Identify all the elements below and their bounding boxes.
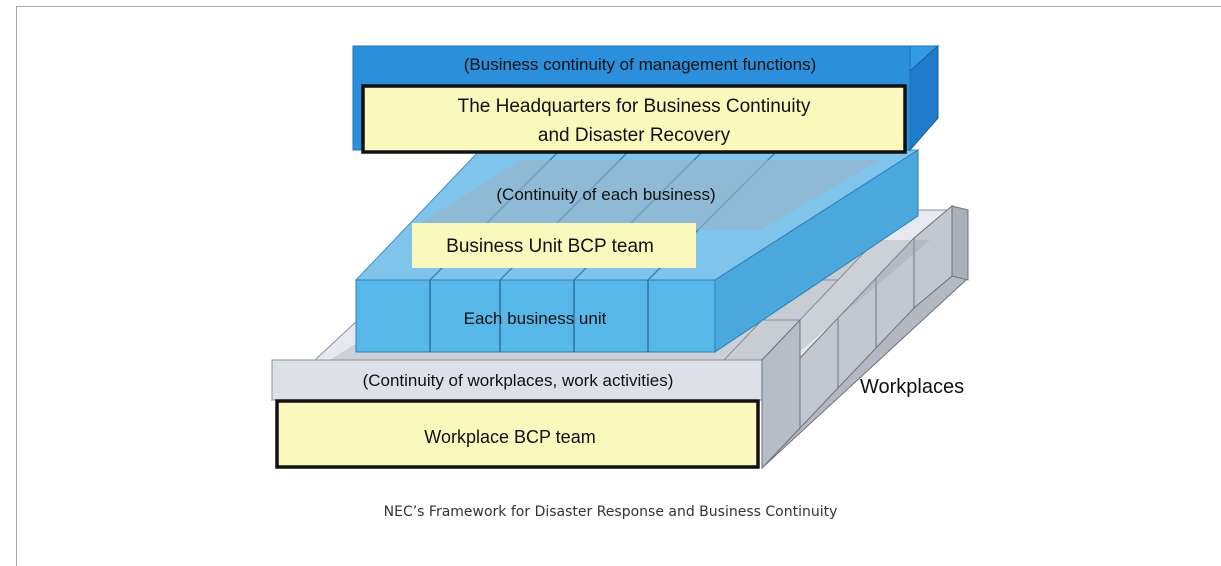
workplace-team-label: Workplace BCP team — [424, 427, 595, 447]
business-unit-team-box — [412, 223, 696, 268]
workplaces-label: Workplaces — [860, 376, 964, 398]
business-unit-team-label: Business Unit BCP team — [446, 236, 654, 257]
hq-title-line2: and Disaster Recovery — [538, 125, 731, 146]
bcp-framework-diagram: (Continuity of workplaces, work activiti… — [270, 44, 969, 470]
figure-caption: NEC’s Framework for Disaster Response an… — [383, 504, 838, 520]
business-unit-front-face — [355, 279, 716, 353]
bottom-subtitle: (Continuity of workplaces, work activiti… — [363, 371, 674, 390]
business-unit-dividers — [429, 280, 649, 352]
middle-subtitle: (Continuity of each business) — [496, 185, 715, 204]
figure-frame — [16, 6, 1221, 566]
hq-team-box — [361, 84, 907, 154]
workplace-team-box — [275, 399, 760, 469]
each-business-unit-label: Each business unit — [464, 309, 607, 328]
workplaces-base-right — [761, 318, 801, 470]
headquarters-layer: (Business continuity of management funct… — [352, 44, 940, 154]
top-subtitle: (Business continuity of management funct… — [464, 55, 816, 74]
middle-band — [410, 160, 880, 230]
business-unit-layer: (Continuity of each business) Business U… — [354, 149, 920, 353]
workplaces-front-strip — [271, 359, 763, 401]
workplace-block — [951, 205, 969, 281]
hq-title-line1: The Headquarters for Business Continuity — [458, 96, 811, 117]
